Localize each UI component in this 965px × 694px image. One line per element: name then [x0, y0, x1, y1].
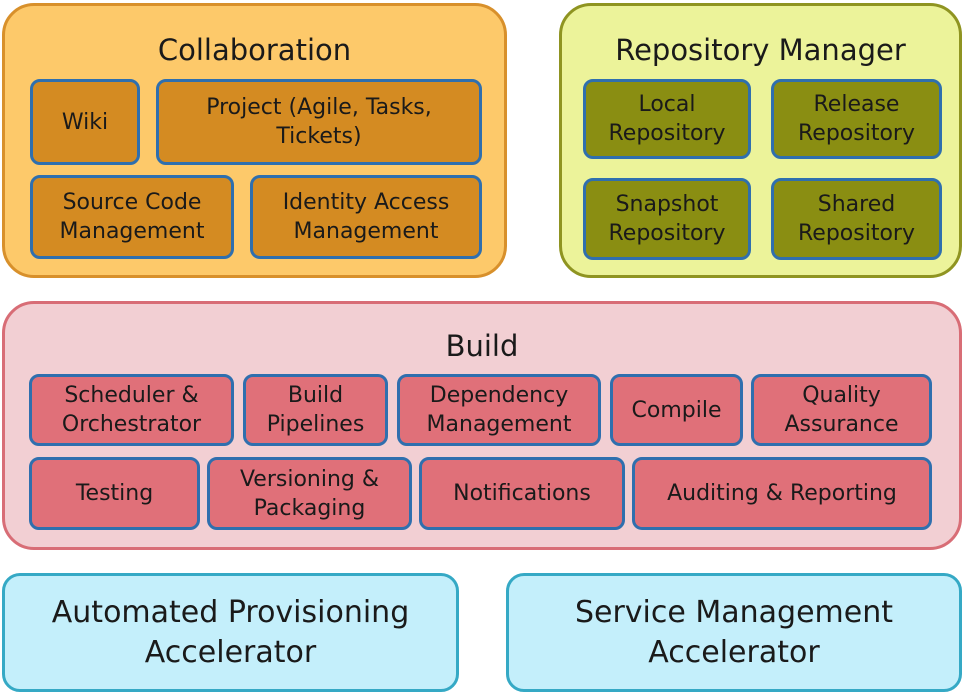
testing-label: Testing: [75, 481, 154, 506]
identity-access-management-label: Identity Access Management: [282, 190, 450, 244]
repository-manager-group: Repository Manager Local Repository Rele…: [559, 3, 962, 278]
shared-repository-box: Shared Repository: [771, 178, 942, 260]
wiki-box: Wiki: [30, 79, 140, 165]
quality-assurance-box: Quality Assurance: [751, 374, 932, 446]
quality-assurance-label: Quality Assurance: [784, 383, 899, 437]
versioning-packaging-box: Versioning & Packaging: [207, 457, 412, 530]
build-group: Build Scheduler & Orchestrator Build Pip…: [2, 301, 962, 550]
wiki-label: Wiki: [61, 109, 109, 135]
notifications-box: Notifications: [419, 457, 625, 530]
automated-provisioning-accelerator-label: Automated Provisioning Accelerator: [51, 594, 410, 670]
identity-access-management-box: Identity Access Management: [250, 175, 482, 259]
shared-repository-label: Shared Repository: [798, 192, 915, 246]
snapshot-repository-label: Snapshot Repository: [608, 192, 726, 246]
project-box: Project (Agile, Tasks, Tickets): [156, 79, 482, 165]
build-title: Build: [445, 329, 519, 363]
notifications-label: Notifications: [453, 481, 591, 506]
collaboration-title: Collaboration: [157, 33, 352, 67]
compile-label: Compile: [631, 397, 722, 423]
source-code-management-box: Source Code Management: [30, 175, 234, 259]
release-repository-box: Release Repository: [771, 79, 942, 159]
service-management-accelerator-box: Service Management Accelerator: [506, 573, 962, 692]
collaboration-group: Collaboration Wiki Project (Agile, Tasks…: [2, 3, 507, 278]
dependency-management-box: Dependency Management: [397, 374, 601, 446]
auditing-reporting-box: Auditing & Reporting: [632, 457, 932, 530]
scheduler-orchestrator-box: Scheduler & Orchestrator: [29, 374, 234, 446]
service-management-accelerator-label: Service Management Accelerator: [574, 594, 894, 670]
repository-manager-title: Repository Manager: [615, 33, 906, 67]
automated-provisioning-accelerator-box: Automated Provisioning Accelerator: [2, 573, 459, 692]
versioning-packaging-label: Versioning & Packaging: [239, 466, 380, 521]
scheduler-orchestrator-label: Scheduler & Orchestrator: [61, 383, 202, 437]
local-repository-label: Local Repository: [608, 92, 726, 146]
project-label: Project (Agile, Tasks, Tickets): [206, 95, 432, 149]
source-code-management-label: Source Code Management: [59, 190, 205, 244]
local-repository-box: Local Repository: [583, 79, 751, 159]
testing-box: Testing: [29, 457, 200, 530]
auditing-reporting-label: Auditing & Reporting: [667, 481, 897, 506]
snapshot-repository-box: Snapshot Repository: [583, 178, 751, 260]
build-pipelines-box: Build Pipelines: [243, 374, 388, 446]
compile-box: Compile: [610, 374, 743, 446]
build-pipelines-label: Build Pipelines: [266, 383, 365, 437]
release-repository-label: Release Repository: [798, 92, 915, 146]
dependency-management-label: Dependency Management: [426, 383, 572, 437]
